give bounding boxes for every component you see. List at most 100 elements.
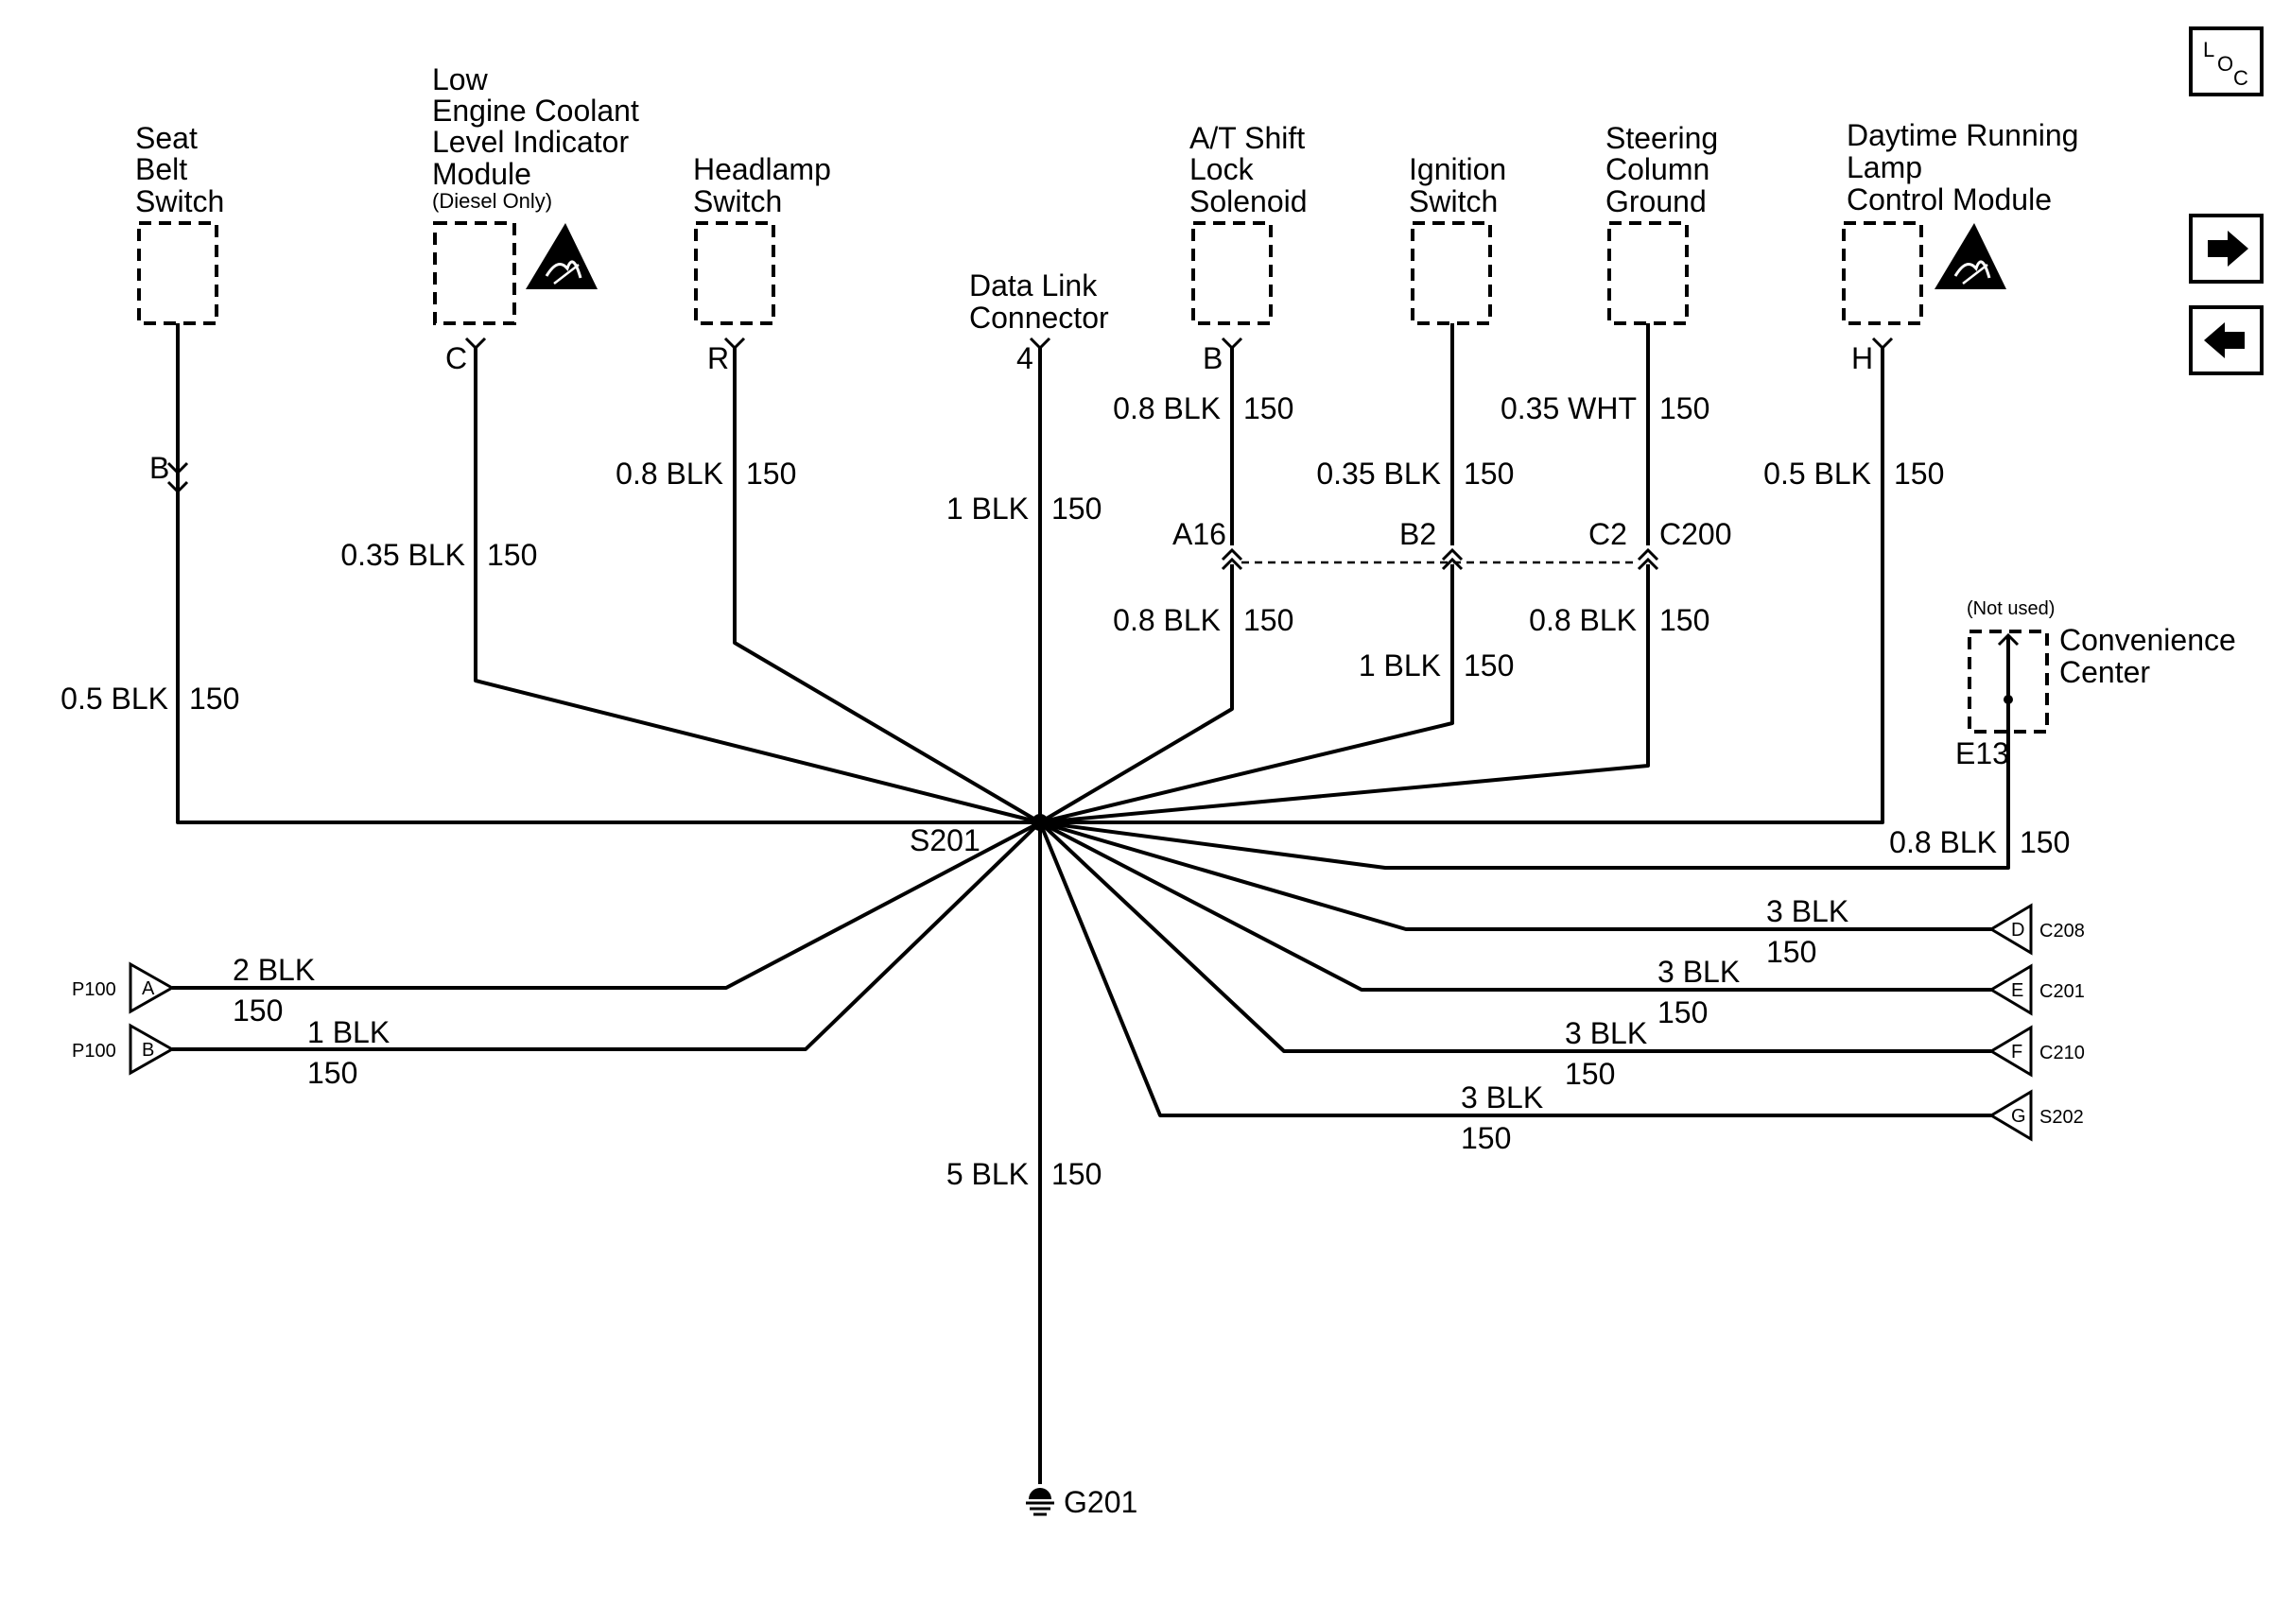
steering-label-3: Ground <box>1605 184 1707 218</box>
steering-lower-circuit: 150 <box>1659 603 1709 637</box>
right-connector-c208: D C208 3 BLK 150 <box>1039 821 2085 969</box>
seat-belt-switch-box <box>137 221 218 325</box>
c208-wire <box>1039 821 1991 931</box>
forward-button[interactable] <box>2189 214 2264 284</box>
seat-belt-wire-size: 0.5 BLK <box>61 682 168 716</box>
steering-label-1: Steering <box>1605 121 1718 155</box>
p100-a-name: P100 <box>72 979 116 1000</box>
steering-box <box>1607 221 1689 325</box>
arrow-right-icon <box>2208 231 2248 267</box>
ground-wire-size: 5 BLK <box>946 1157 1029 1191</box>
steering-column-ground: Steering Column Ground <box>1605 121 1718 325</box>
s202-circuit: 150 <box>1461 1121 1511 1155</box>
loc-letter-l: L <box>2203 38 2214 61</box>
coolant-wire-circuit: 150 <box>487 538 537 572</box>
c201-connector-symbol <box>1988 963 2033 1016</box>
drl-label-1: Daytime Running <box>1847 118 2078 152</box>
drl-pin: H <box>1851 341 1873 375</box>
shift-lock-label-3: Solenoid <box>1189 184 1308 218</box>
convenience-box <box>1968 630 2049 734</box>
c201-wire <box>1039 821 1991 992</box>
c201-name: C201 <box>2039 981 2085 1002</box>
convenience-wire <box>1039 700 2010 870</box>
coolant-module-label-4: Module <box>432 157 531 191</box>
s202-size: 3 BLK <box>1461 1080 1543 1114</box>
c200-pin-c2: C2 <box>1588 517 1627 551</box>
c208-pin: D <box>2011 920 2024 941</box>
back-button[interactable] <box>2189 305 2264 375</box>
p100-a-size: 2 BLK <box>233 953 315 987</box>
arrow-left-icon <box>2204 322 2245 358</box>
ignition-wire-lower <box>1039 564 1454 824</box>
drl-wire-circuit: 150 <box>1894 457 1944 491</box>
c210-name: C210 <box>2039 1043 2085 1063</box>
headlamp-switch-box <box>694 221 775 325</box>
esd-warning-icon <box>1935 223 2006 289</box>
headlamp-wire-size: 0.8 BLK <box>616 457 723 491</box>
c200-pin-a16: A16 <box>1172 517 1226 551</box>
c201-size: 3 BLK <box>1657 955 1740 989</box>
c210-pin: F <box>2011 1042 2022 1063</box>
shift-lock-connector-symbol <box>1221 337 1243 351</box>
p100-b-wire <box>172 821 1042 1051</box>
drl-box <box>1842 221 1923 325</box>
ignition-switch-box <box>1411 221 1492 325</box>
coolant-module-label-1: Low <box>432 62 489 96</box>
coolant-wire <box>474 348 1041 824</box>
ignition-lower-circuit: 150 <box>1464 648 1514 682</box>
right-connector-c210: F C210 3 BLK 150 <box>1038 821 2085 1091</box>
drl-wire-size: 0.5 BLK <box>1763 457 1871 491</box>
drl-label-2: Lamp <box>1847 150 1922 184</box>
p100-b-pin: B <box>142 1040 154 1061</box>
shift-lock-lower-circuit: 150 <box>1243 603 1293 637</box>
dlc-wire-size: 1 BLK <box>946 492 1029 526</box>
dlc-wire-circuit: 150 <box>1051 492 1102 526</box>
c208-circuit: 150 <box>1766 935 1816 969</box>
p100-b-size: 1 BLK <box>307 1015 390 1049</box>
headlamp-wire-circuit: 150 <box>746 457 796 491</box>
steering-label-2: Column <box>1605 152 1709 186</box>
c200-a16-symbol <box>1221 547 1243 571</box>
loc-button[interactable]: L O C <box>2189 26 2264 96</box>
c208-size: 3 BLK <box>1766 894 1848 928</box>
loc-letter-o: O <box>2217 52 2233 76</box>
p100-b-circuit: 150 <box>307 1056 357 1090</box>
p100-a-connector-symbol <box>129 961 176 1014</box>
ignition-switch-label-2: Switch <box>1409 184 1498 218</box>
seat-belt-switch-label-2: Belt <box>135 152 187 186</box>
c210-connector-symbol <box>1988 1025 2033 1078</box>
coolant-connector-symbol <box>464 337 487 351</box>
seat-belt-switch-label-1: Seat <box>135 121 198 155</box>
convenience-wire-size: 0.8 BLK <box>1889 825 1997 859</box>
shift-lock-upper-size: 0.8 BLK <box>1113 391 1221 425</box>
shift-lock-solenoid: A/T Shift Lock Solenoid B <box>1189 121 1308 375</box>
steering-upper-circuit: 150 <box>1659 391 1709 425</box>
right-connector-s202: G S202 3 BLK 150 <box>1038 821 2084 1155</box>
dlc-label-2: Connector <box>969 301 1109 335</box>
coolant-module-label-2: Engine Coolant <box>432 94 639 128</box>
drl-wire <box>1040 348 1884 824</box>
connector-c200: A16 B2 C2 C200 <box>1172 517 1732 564</box>
coolant-level-module: Low Engine Coolant Level Indicator Modul… <box>432 62 639 375</box>
c200-pin-b2: B2 <box>1399 517 1436 551</box>
drl-label-3: Control Module <box>1847 182 2052 216</box>
splice-label: S201 <box>910 823 980 857</box>
s202-name: S202 <box>2039 1107 2084 1128</box>
coolant-module-box <box>433 221 516 325</box>
left-connector-p100-a: A P100 2 BLK 150 <box>72 821 1041 1028</box>
shift-lock-lower-size: 0.8 BLK <box>1113 603 1221 637</box>
drl-control-module: Daytime Running Lamp Control Module H <box>1842 118 2078 375</box>
coolant-module-label-3: Level Indicator <box>432 125 629 159</box>
drl-connector-symbol <box>1871 337 1894 351</box>
headlamp-wire <box>733 348 1042 824</box>
c200-b2-symbol <box>1441 547 1464 571</box>
headlamp-switch: Headlamp Switch R <box>693 152 831 375</box>
ignition-upper-size: 0.35 BLK <box>1316 457 1441 491</box>
c208-name: C208 <box>2039 921 2085 942</box>
c201-pin: E <box>2011 980 2023 1001</box>
ground-icon <box>1026 1488 1054 1516</box>
p100-a-circuit: 150 <box>233 993 283 1028</box>
data-link-connector: Data Link Connector 4 <box>969 268 1109 375</box>
headlamp-switch-label-2: Switch <box>693 184 782 218</box>
